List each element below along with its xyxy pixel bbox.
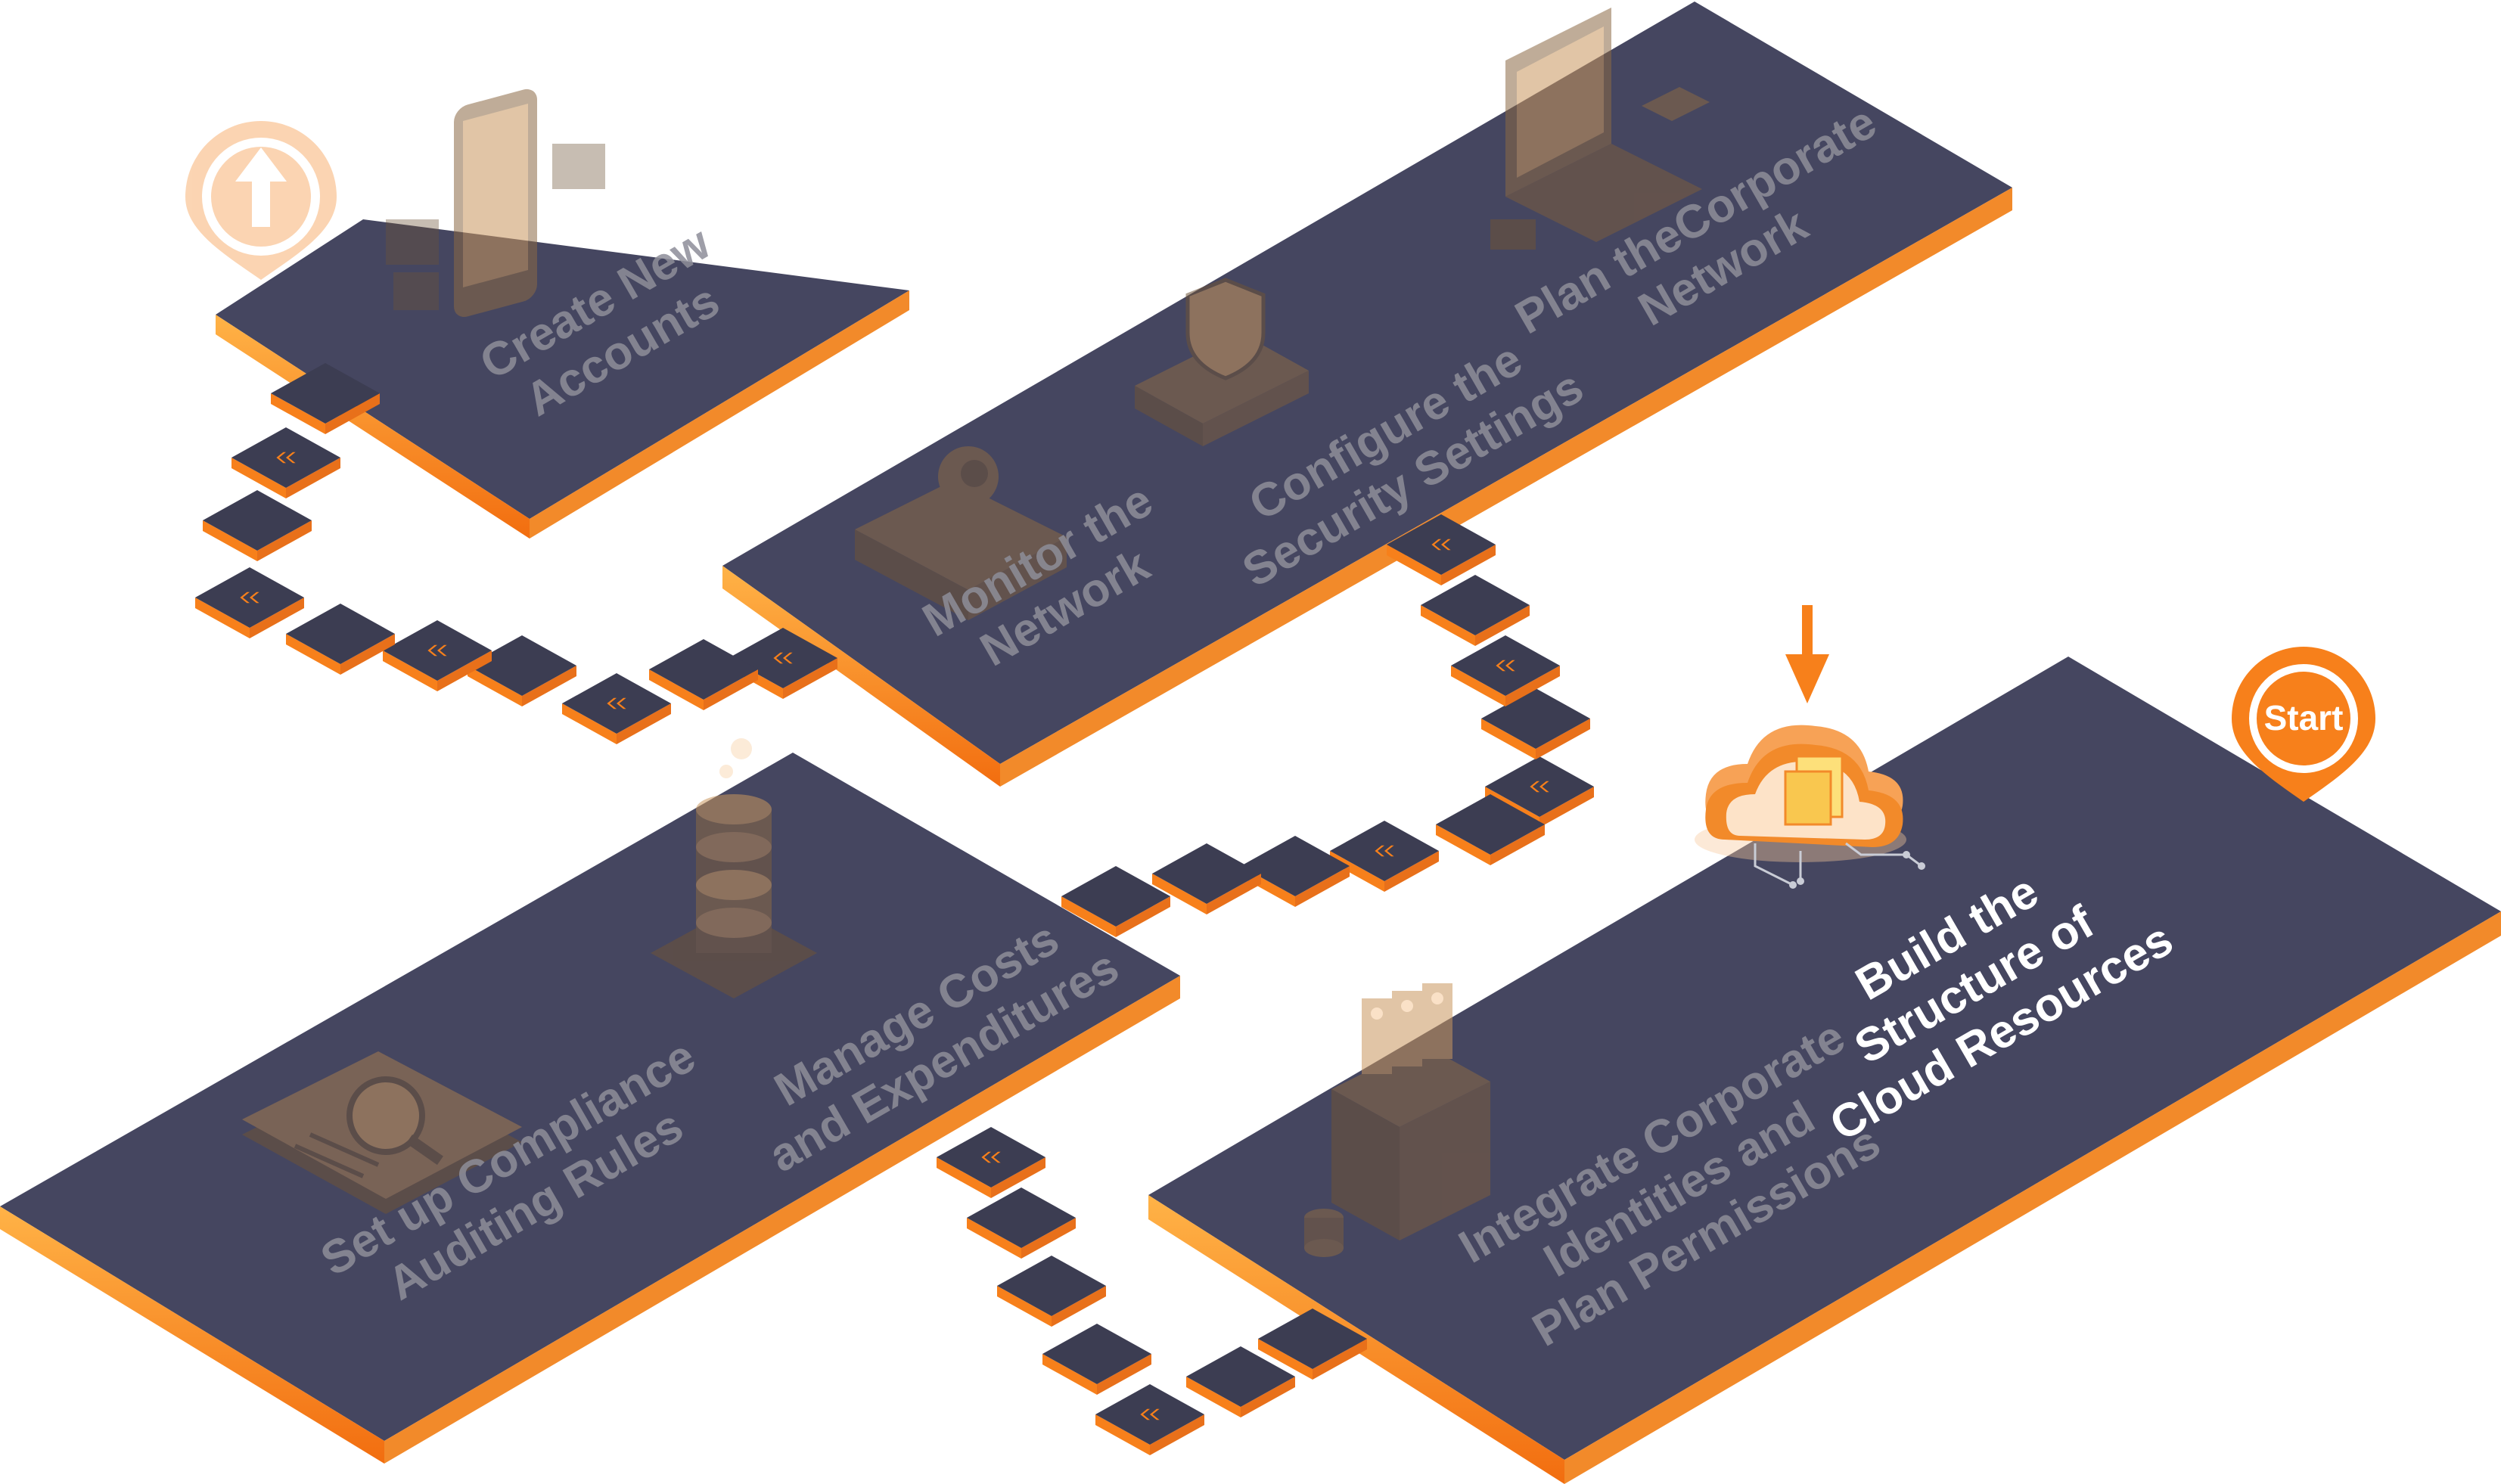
path-tile xyxy=(286,604,395,675)
path-tile xyxy=(203,490,312,561)
start-pin-label: Start xyxy=(2264,698,2344,737)
path-tile xyxy=(1258,1309,1367,1380)
path-tile xyxy=(383,620,492,691)
path-tile xyxy=(1061,866,1170,937)
camera-icon xyxy=(855,446,1067,620)
start-pin[interactable]: Start xyxy=(2232,647,2375,802)
path-tile xyxy=(1152,843,1261,914)
path-tile xyxy=(1436,794,1545,865)
path-tile xyxy=(649,639,758,710)
magnifier-document-icon xyxy=(242,1051,522,1214)
laptop-icon xyxy=(1490,8,1710,250)
path-tile xyxy=(562,673,671,744)
smartphone-icon xyxy=(386,88,605,318)
shield-icon xyxy=(1135,278,1309,446)
path-tile xyxy=(231,427,340,498)
path-tile xyxy=(468,635,576,706)
path-tile xyxy=(1451,635,1560,706)
coin-stack-icon xyxy=(651,738,817,998)
up-arrow-pin-icon xyxy=(185,121,337,280)
path-tile xyxy=(1421,575,1530,646)
path-tile xyxy=(1186,1346,1295,1417)
path-tile xyxy=(271,363,380,434)
identity-box-icon xyxy=(1304,983,1490,1257)
path-tile xyxy=(997,1256,1106,1327)
cloud-folder-icon xyxy=(1695,725,1925,889)
path-tile xyxy=(195,567,304,638)
path-tile xyxy=(937,1127,1045,1198)
path-tile xyxy=(1042,1324,1151,1395)
path-tile xyxy=(967,1188,1076,1259)
path-tile xyxy=(1095,1384,1204,1455)
path-tile xyxy=(1387,514,1496,585)
path-tile xyxy=(1330,821,1439,892)
down-arrow-icon xyxy=(1785,605,1829,703)
platform-compliance xyxy=(0,753,1180,1464)
platform-accounts xyxy=(216,219,909,539)
path-tiles xyxy=(195,363,1594,1455)
path-tile xyxy=(1241,836,1350,907)
